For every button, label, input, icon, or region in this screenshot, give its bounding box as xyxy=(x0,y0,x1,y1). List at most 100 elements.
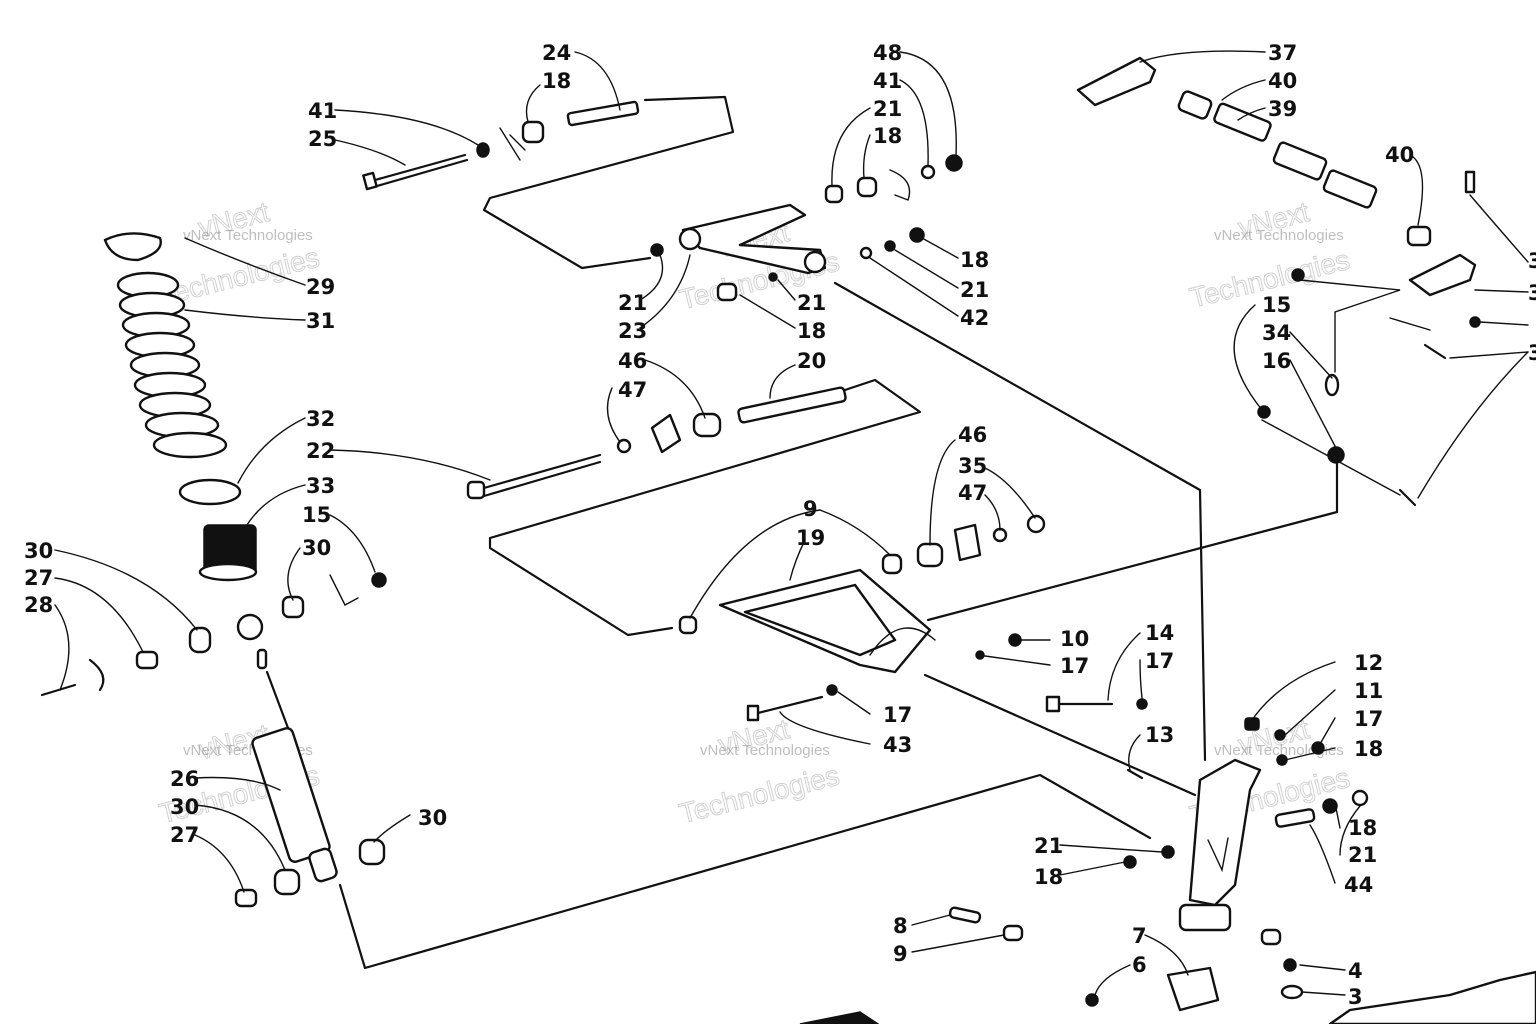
callout-23: 23 xyxy=(618,319,647,343)
callout-22: 22 xyxy=(306,439,335,463)
coil-spring-31 xyxy=(116,271,228,459)
callout-26: 26 xyxy=(170,767,199,791)
bolt-28 xyxy=(40,658,105,697)
callout-27: 27 xyxy=(170,823,199,847)
bushing-9 xyxy=(1002,924,1024,942)
upper-arm-panel-outline xyxy=(482,95,735,270)
ski-leg xyxy=(1328,970,1536,1024)
sleeve-39 xyxy=(1272,141,1328,181)
callout-11: 11 xyxy=(1354,679,1383,703)
washer-3 xyxy=(1280,984,1304,1000)
callout-15: 15 xyxy=(1262,293,1291,317)
nut-40 xyxy=(1177,90,1213,120)
ball-joint-34 xyxy=(1324,373,1340,397)
upper-arm-to-spindle-line xyxy=(833,281,1207,762)
callout-30: 30 xyxy=(24,539,53,563)
nut-15 xyxy=(1291,268,1305,282)
bushing-21 xyxy=(650,243,664,257)
callout-34: 34 xyxy=(1262,321,1291,345)
callout-9: 9 xyxy=(803,497,818,521)
bolt-lower-right xyxy=(1398,488,1417,507)
callout-37: 37 xyxy=(1268,41,1297,65)
callout-30: 30 xyxy=(302,536,331,560)
nut-46 xyxy=(1026,514,1046,534)
callout-3: 3 xyxy=(1348,985,1363,1009)
nut-4 xyxy=(1283,958,1297,972)
callout-19: 19 xyxy=(796,526,825,550)
callout-25: 25 xyxy=(308,127,337,151)
spindle-knuckle xyxy=(1178,758,1262,932)
nut-21 xyxy=(1351,789,1369,807)
washer-11 xyxy=(1274,729,1286,741)
sleeve-27 xyxy=(234,888,258,908)
callout-20: 20 xyxy=(797,349,826,373)
callout-43: 43 xyxy=(883,733,912,757)
parts-group xyxy=(40,56,1536,1024)
callout-14: 14 xyxy=(1145,621,1174,645)
shock-to-spindle-line xyxy=(338,773,1152,970)
bolt-right xyxy=(1423,343,1447,360)
nut-12 xyxy=(1244,717,1260,731)
ski-edge xyxy=(799,1011,880,1024)
bushing-18 xyxy=(909,227,925,243)
callout-39: 39 xyxy=(1268,97,1297,121)
washer-detail xyxy=(499,127,526,161)
washer-47 xyxy=(992,527,1008,543)
watermark-small: vNext Technologies xyxy=(700,742,830,759)
callout-15: 15 xyxy=(302,503,331,527)
bushing-21 xyxy=(884,240,896,252)
shock-absorber-26 xyxy=(236,613,338,883)
callout-4: 4 xyxy=(1348,959,1363,983)
bushing-9 xyxy=(678,615,698,635)
callout-21: 21 xyxy=(1034,834,1063,858)
callout-18: 18 xyxy=(1348,816,1377,840)
bolt-25 xyxy=(362,153,469,191)
lower-arm-panel-outline xyxy=(488,378,922,637)
callout-21: 21 xyxy=(618,291,647,315)
callout-46: 46 xyxy=(958,423,987,447)
washer-41 xyxy=(476,142,490,158)
callout-8: 8 xyxy=(893,914,908,938)
callout-40: 40 xyxy=(1385,143,1414,167)
spring-seat-32 xyxy=(178,478,242,506)
bushing-detail xyxy=(889,169,911,201)
bushing-9 xyxy=(881,553,903,575)
callout-30: 30 xyxy=(170,795,199,819)
pin-20 xyxy=(737,386,847,424)
callout-31: 31 xyxy=(306,309,335,333)
nut-10 xyxy=(1008,633,1022,647)
washer-30 xyxy=(329,574,359,606)
callout-47: 47 xyxy=(618,378,647,402)
callout-41: 41 xyxy=(873,69,902,93)
callout-24: 24 xyxy=(542,41,571,65)
callout-7: 7 xyxy=(1132,924,1147,948)
washer-35 xyxy=(953,523,982,562)
bushing-18 xyxy=(716,282,738,302)
nut-21 xyxy=(824,184,844,204)
watermark-large-bottom: Technologies xyxy=(676,760,842,830)
washer-17 xyxy=(1136,698,1148,710)
bushing-30 xyxy=(273,868,301,896)
tie-rod-end-right xyxy=(1408,253,1477,297)
callout-3: 3 xyxy=(1528,281,1536,305)
callout-41: 41 xyxy=(308,99,337,123)
tie-rod-lead-line xyxy=(926,453,1339,622)
callout-40: 40 xyxy=(1268,69,1297,93)
washer-17 xyxy=(826,684,838,696)
callout-21: 21 xyxy=(797,291,826,315)
callout-29: 29 xyxy=(306,275,335,299)
lower-a-arm-19 xyxy=(718,568,936,674)
mount-7 xyxy=(1166,966,1220,1012)
bushing-30 xyxy=(188,626,212,654)
bolt-14 xyxy=(1045,695,1114,713)
nut-15 xyxy=(371,572,387,588)
bushing-18 xyxy=(521,120,545,144)
bushing-18 xyxy=(856,176,878,198)
callout-18: 18 xyxy=(1354,737,1383,761)
watermark-small: vNext Technologies xyxy=(1214,742,1344,759)
pin-13 xyxy=(1126,768,1144,780)
pin-8 xyxy=(948,906,982,924)
nut-right xyxy=(1469,316,1481,328)
callout-44: 44 xyxy=(1344,873,1373,897)
callout-labels: 24 18 41 25 48 41 21 18 37 40 39 40 3 3 … xyxy=(24,41,1536,1009)
